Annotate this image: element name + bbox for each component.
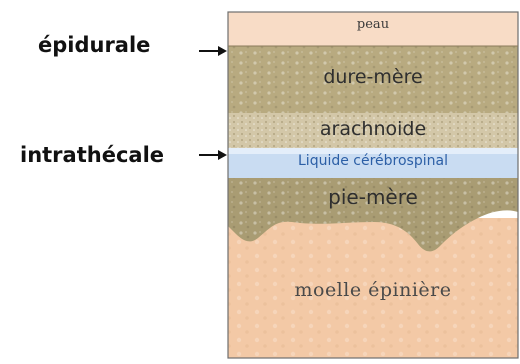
layer-label-dure-mere: dure-mère (228, 66, 518, 88)
layer-label-pie-mere: pie-mère (228, 185, 518, 209)
label-epidurale: épidurale (38, 33, 150, 57)
arrow-epidurale-icon (198, 44, 228, 58)
layer-label-arachnoide: arachnoide (228, 118, 518, 140)
layer-label-peau: peau (228, 17, 518, 32)
arrow-intrathecale-icon (198, 148, 228, 162)
layer-label-moelle: moelle épinière (228, 279, 518, 301)
label-intrathecale: intrathécale (20, 143, 164, 167)
layer-label-liquide: Liquide cérébrospinal (228, 153, 518, 169)
